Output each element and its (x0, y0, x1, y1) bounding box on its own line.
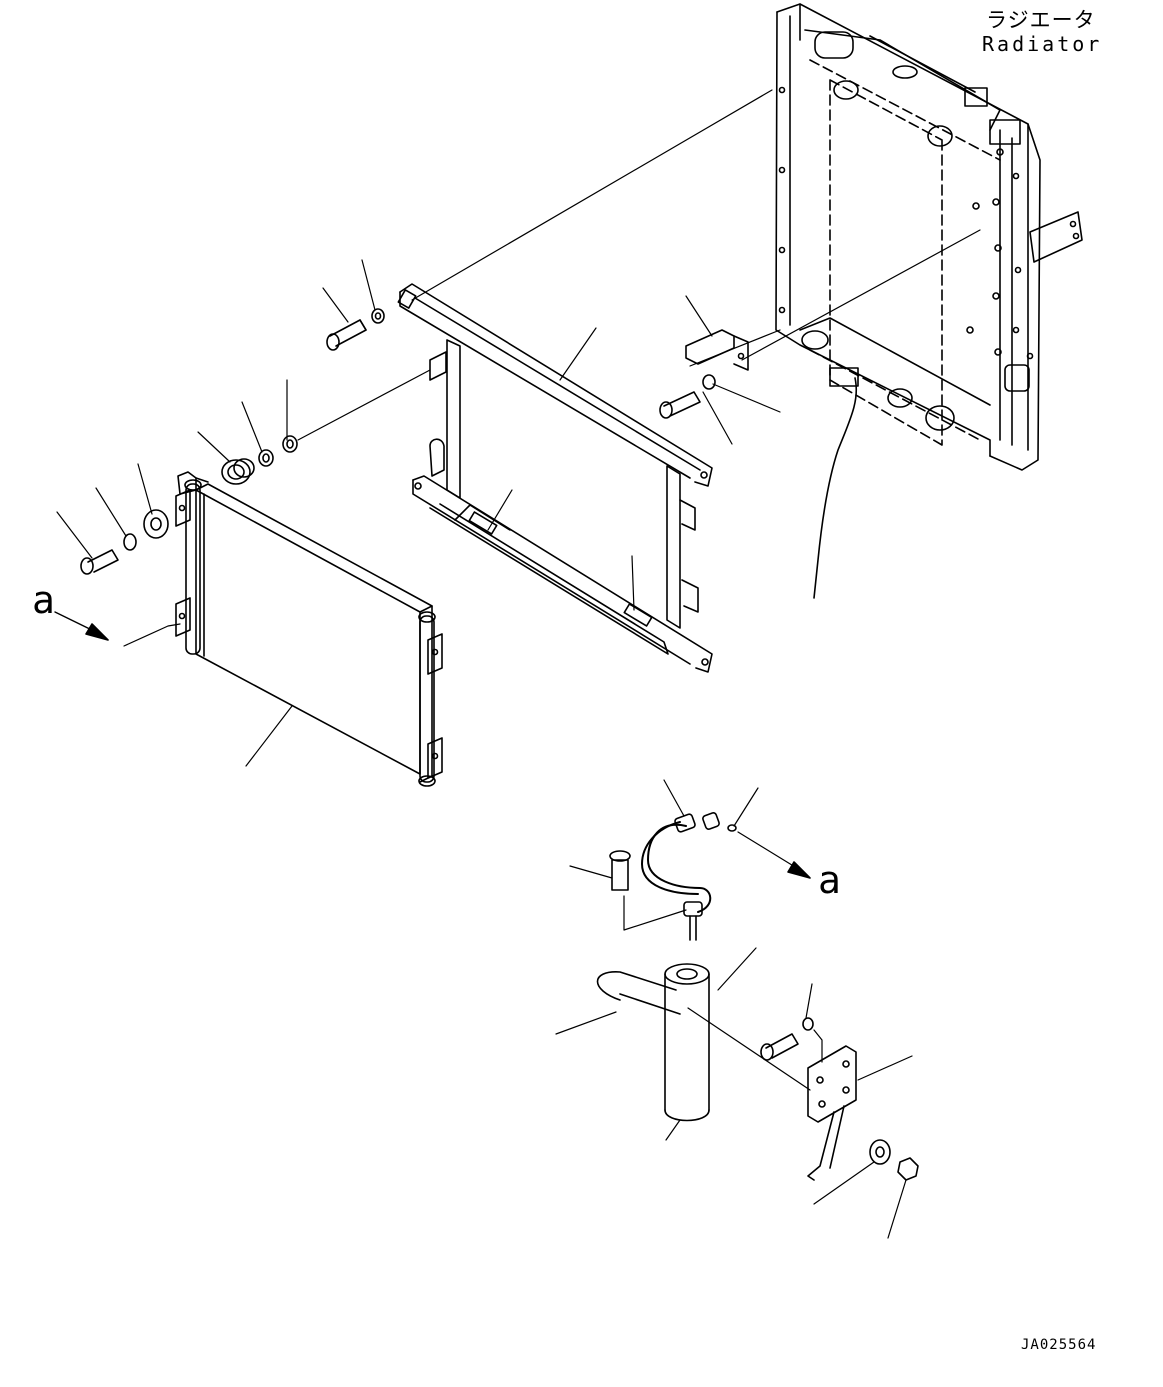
leader-lines-bottom (556, 780, 912, 1238)
radiator-label-en: Radiator (982, 32, 1103, 56)
receiver-drier-assembly (598, 812, 919, 1180)
leader-lines (57, 90, 980, 766)
radiator (776, 4, 1082, 598)
condenser (176, 472, 442, 786)
radiator-label-jp: ラジエータ (986, 8, 1096, 32)
fasteners-left (81, 309, 715, 574)
drawing-code: JA025564 (1021, 1337, 1097, 1353)
view-label-a-right: a (818, 858, 841, 902)
view-arrow-left (55, 612, 180, 646)
view-label-a-left: a (32, 578, 55, 622)
condenser-frame (398, 284, 712, 672)
view-arrow-right (788, 862, 810, 878)
